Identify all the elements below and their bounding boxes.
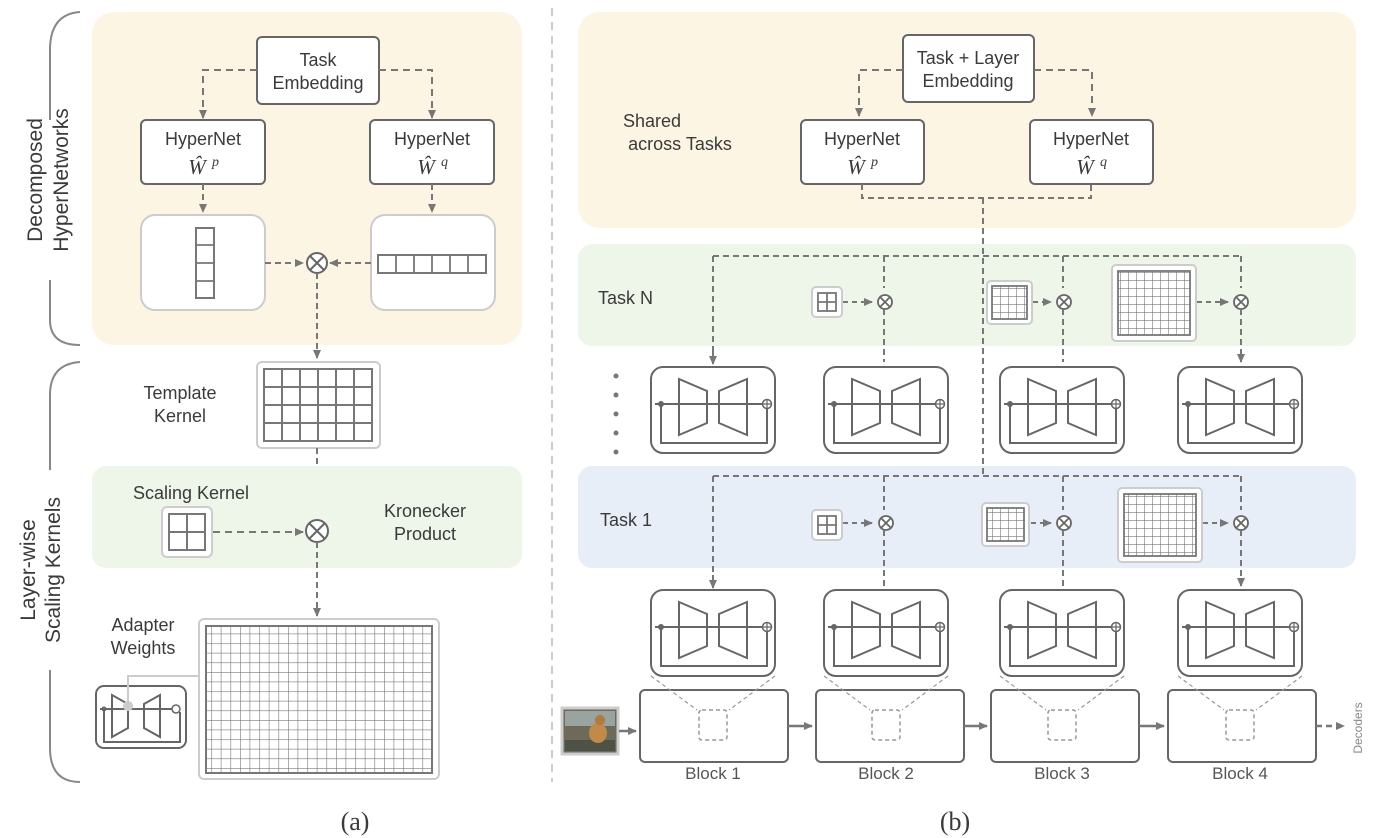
shared-label-1: Shared — [623, 111, 681, 131]
task-n-kernels — [811, 264, 1249, 342]
block-label-4: Block 4 — [1212, 764, 1268, 783]
hypernet-p-sup: p — [211, 155, 219, 170]
block-label-3: Block 3 — [1034, 764, 1090, 783]
side-label-top-2: HyperNetworks — [50, 108, 73, 252]
scaling-kernel-label: Scaling Kernel — [133, 483, 249, 503]
adapter-module-1-1 — [650, 589, 776, 677]
kronecker-label-1: Kronecker — [384, 501, 466, 521]
kron-icon-12 — [1056, 515, 1072, 531]
b-hypernet-q-box — [1029, 119, 1154, 185]
panel-a: Decomposed HyperNetworks Layer-wise Scal… — [17, 11, 522, 836]
task-n-label: Task N — [598, 288, 653, 308]
caption-a: (a) — [341, 807, 370, 836]
block-label-2: Block 2 — [858, 764, 914, 783]
caption-b: (b) — [940, 807, 970, 836]
kron-icon-n3 — [1233, 294, 1249, 310]
hypernet-q-symbol: Ŵ — [417, 155, 437, 179]
template-kernel-label-1: Template — [143, 383, 216, 403]
b-hypernet-p-sup: p — [870, 155, 878, 170]
b-hypernet-q-sup: q — [1100, 155, 1107, 170]
b-hypernet-p-symbol: Ŵ — [847, 155, 867, 179]
adapter-module-1-2 — [823, 589, 949, 677]
outer-product-icon — [306, 252, 328, 274]
b-hypernet-q-symbol: Ŵ — [1076, 155, 1096, 179]
hypernet-q-sup: q — [441, 155, 448, 170]
template-kernel-label-2: Kernel — [154, 406, 206, 426]
adapter-weights-label-1: Adapter — [111, 615, 174, 635]
adapter-weights-label-2: Weights — [111, 638, 176, 658]
kron-icon-11 — [878, 515, 894, 531]
adapter-modules — [650, 366, 1303, 677]
task-1-label: Task 1 — [600, 510, 652, 530]
hypernet-p-title: HyperNet — [165, 129, 241, 149]
shared-hypernet-region — [578, 12, 1356, 228]
task-embedding-label-2: Embedding — [272, 73, 363, 93]
adapter-module-n-2 — [823, 366, 949, 454]
shared-label-2: across Tasks — [628, 134, 732, 154]
kron-icon-n1 — [877, 294, 893, 310]
b-hypernet-p-title: HyperNet — [824, 129, 900, 149]
adapter-module-n-4 — [1177, 366, 1303, 454]
side-label-top-1: Decomposed — [24, 118, 47, 242]
adapter-module-1-4 — [1177, 589, 1303, 677]
task-layer-embedding-label-1: Task + Layer — [917, 48, 1020, 68]
block-3 — [990, 675, 1140, 763]
adapter-module-icon — [95, 675, 199, 749]
kronecker-product-icon — [305, 519, 329, 543]
adapter-module-n-3 — [999, 366, 1125, 454]
template-kernel-grid — [263, 368, 373, 442]
task-embedding-box — [256, 36, 380, 105]
adapter-module-n-1 — [650, 366, 776, 454]
task-embedding-label-1: Task — [299, 50, 337, 70]
scaling-kernel-grid — [168, 513, 206, 551]
side-label-bottom-2: Scaling Kernels — [42, 497, 65, 643]
decoders-label: Decoders — [1351, 702, 1365, 753]
task-layer-embedding-box — [902, 34, 1035, 103]
block-label-1: Block 1 — [685, 764, 741, 783]
kron-icon-13 — [1233, 515, 1249, 531]
block-1 — [639, 675, 789, 763]
adapter-weights-grid — [206, 626, 432, 773]
task-layer-embedding-label-2: Embedding — [922, 71, 1013, 91]
task-1-kernels — [811, 487, 1249, 563]
encoder-blocks: Block 1 Block 2 Block 3 Block 4 — [639, 675, 1345, 783]
hypernet-p-symbol: Ŵ — [188, 155, 208, 179]
block-2 — [815, 675, 965, 763]
b-hypernet-q-title: HyperNet — [1053, 129, 1129, 149]
adapter-module-1-3 — [999, 589, 1125, 677]
kronecker-label-2: Product — [394, 524, 456, 544]
hypernet-q-title: HyperNet — [394, 129, 470, 149]
input-image — [560, 706, 620, 756]
kron-icon-n2 — [1056, 294, 1072, 310]
vector-q-box — [370, 214, 496, 311]
block-4 — [1167, 675, 1317, 763]
side-label-bottom-1: Layer-wise — [17, 519, 40, 621]
panel-b: Shared across Tasks Task + Layer Embeddi… — [560, 12, 1365, 836]
ellipsis-dots — [613, 373, 619, 455]
